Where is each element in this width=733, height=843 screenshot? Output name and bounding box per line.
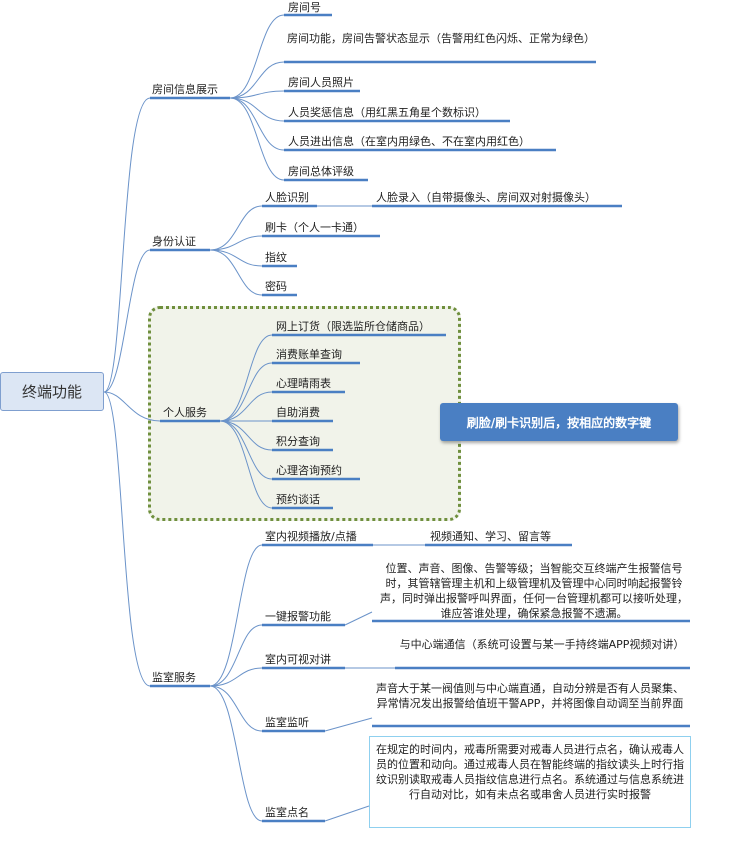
- room-info-item[interactable]: 房间人员照片: [288, 76, 354, 89]
- edge-root-supervision: [103, 391, 151, 687]
- room-info-item[interactable]: 房间号: [288, 1, 321, 14]
- personal-item[interactable]: 积分查询: [276, 435, 320, 448]
- supervision-item-alarm[interactable]: 一键报警功能: [265, 610, 331, 623]
- detail-monitor: 声音大于某一阀值则与中心端直通，自动分辨是否有人员聚集、异常情况发出报警给值班干…: [376, 682, 684, 710]
- roll-call-note-box: [369, 736, 691, 828]
- personal-service-group-box: [148, 306, 461, 521]
- personal-item[interactable]: 自助消费: [276, 406, 320, 419]
- supervision-item-intercom[interactable]: 室内可视对讲: [265, 653, 331, 666]
- node-underlines: [150, 13, 690, 823]
- identity-item-fingerprint[interactable]: 指纹: [265, 251, 287, 264]
- branch-personal-service[interactable]: 个人服务: [163, 406, 207, 419]
- supervision-item-rollcall[interactable]: 监室点名: [265, 806, 309, 819]
- edge-root-personal: [103, 391, 161, 422]
- detail-intercom: 与中心端通信（系统可设置与某一手持终端APP视频对讲）: [399, 638, 685, 651]
- identity-item-card[interactable]: 刷卡（个人一卡通）: [265, 221, 364, 234]
- supervision-item-monitor[interactable]: 监室监听: [265, 716, 309, 729]
- face-enroll-sub[interactable]: 人脸录入（自带摄像头、房间双对射摄像头）: [376, 191, 596, 204]
- personal-item[interactable]: 消费账单查询: [276, 348, 342, 361]
- room-info-item[interactable]: 房间功能，房间告警状态显示（告警用红色闪烁、正常为绿色）: [287, 32, 595, 45]
- room-info-item[interactable]: 人员奖惩信息（用红黑五角星个数标识）: [288, 106, 486, 119]
- identity-item-password[interactable]: 密码: [265, 280, 287, 293]
- root-node-terminal-functions[interactable]: 终端功能: [0, 372, 104, 411]
- detail-alarm: 位置、声音、图像、告警等级；当智能交互终端产生报警信号时，其管辖管理主机和上级管…: [380, 562, 688, 620]
- personal-item[interactable]: 预约谈话: [276, 493, 320, 506]
- personal-item[interactable]: 心理咨询预约: [276, 464, 342, 477]
- personal-item[interactable]: 心理晴雨表: [276, 377, 331, 390]
- branch-room-info[interactable]: 房间信息展示: [152, 83, 218, 96]
- branch-supervision-service[interactable]: 监室服务: [152, 671, 196, 684]
- detail-video: 视频通知、学习、留言等: [430, 530, 551, 543]
- identity-item-face[interactable]: 人脸识别: [265, 191, 309, 204]
- personal-item[interactable]: 网上订货（限选监所仓储商品）: [276, 320, 430, 333]
- branch-identity[interactable]: 身份认证: [152, 235, 196, 248]
- edge-root-room-info: [103, 97, 151, 393]
- edge-root-identity: [103, 249, 151, 393]
- callout-face-card-hint: 刷脸/刷卡识别后，按相应的数字键: [440, 403, 678, 441]
- supervision-item-video[interactable]: 室内视频播放/点播: [265, 530, 357, 543]
- detail-rollcall: 在规定的时间内，戒毒所需要对戒毒人员进行点名，确认戒毒人员的位置和动向。通过戒毒…: [376, 743, 684, 801]
- room-info-item[interactable]: 房间总体评级: [288, 165, 354, 178]
- room-info-item[interactable]: 人员进出信息（在室内用绿色、不在室内用红色）: [288, 135, 530, 148]
